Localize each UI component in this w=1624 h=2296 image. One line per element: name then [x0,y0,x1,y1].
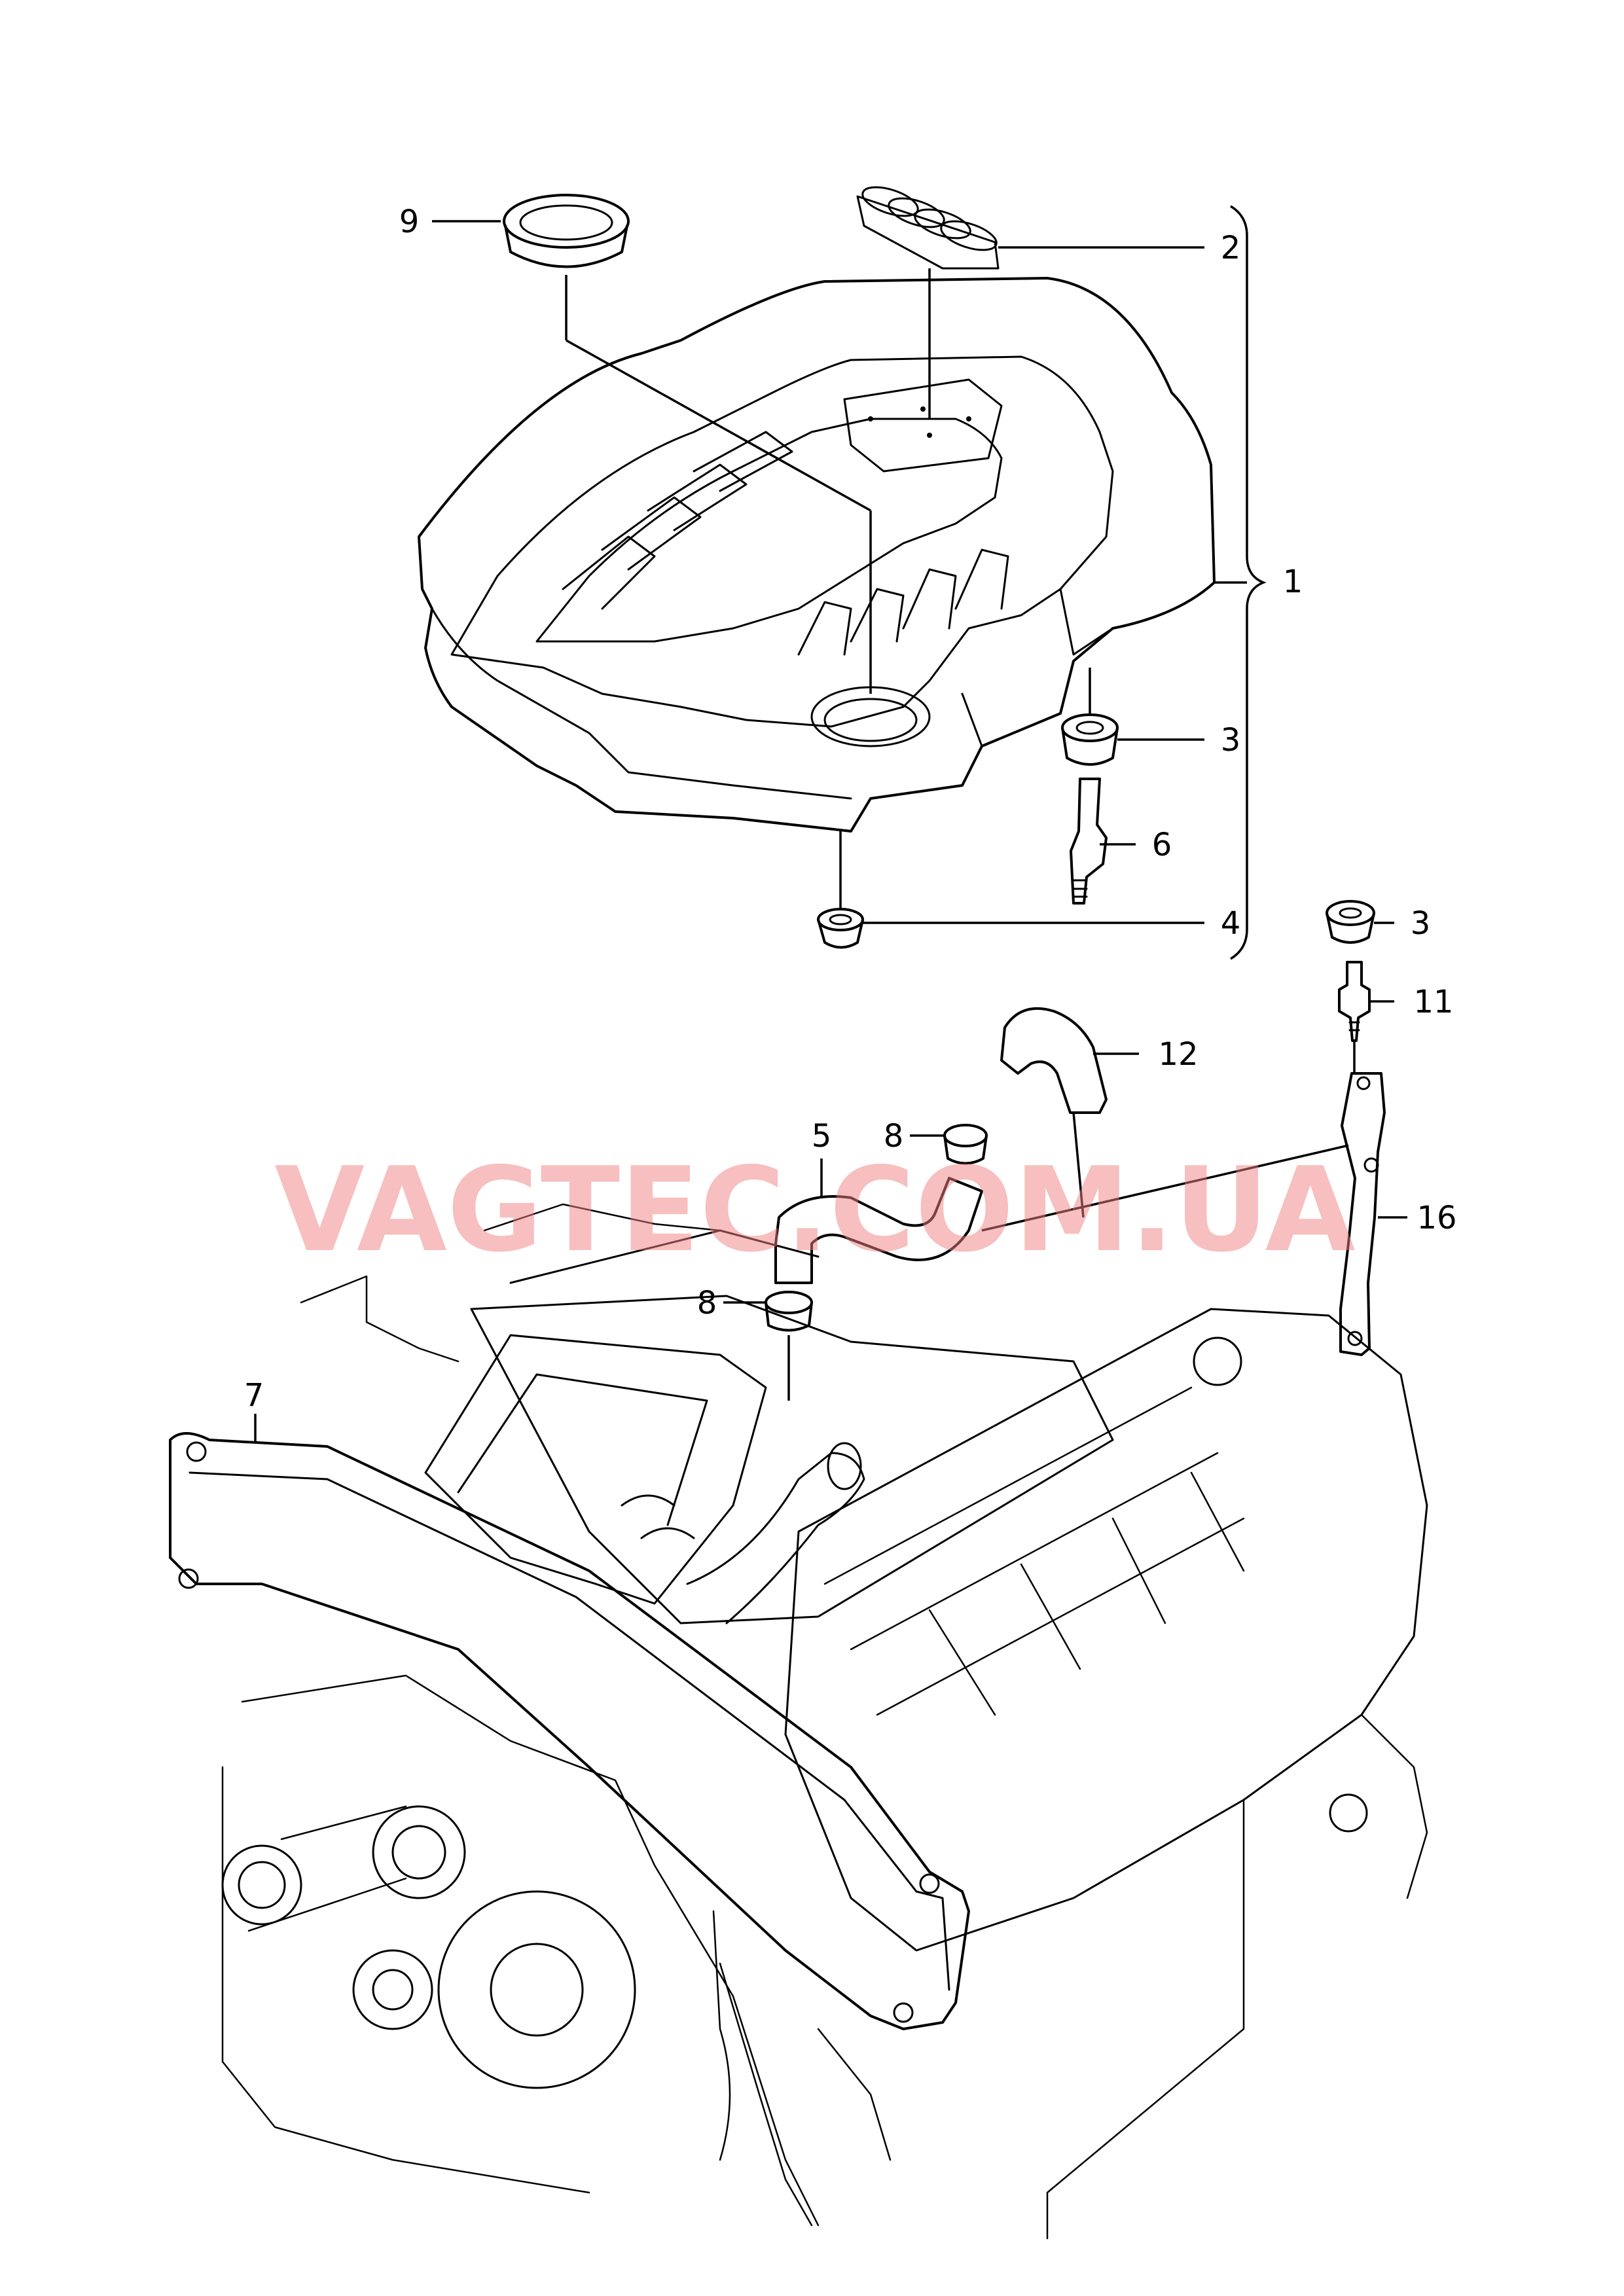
grommet-3-lower [1326,900,1375,944]
callout-11: 11 [1413,984,1453,1020]
callout-2: 2 [1221,230,1241,266]
callout-8-upper: 8 [884,1118,904,1155]
callout-8-lower: 8 [697,1285,717,1321]
insulation-12 [1000,1007,1108,1114]
callout-3-upper: 3 [1221,722,1241,759]
engine-block [169,1203,1428,2240]
bracket-16 [1339,1072,1386,1356]
callout-5: 5 [812,1118,832,1155]
callout-12: 12 [1158,1036,1198,1073]
callout-7: 7 [244,1377,264,1414]
watermark: VAGTEC.COM.UA [274,1142,1355,1278]
callout-1: 1 [1283,564,1303,600]
leader-lines [254,205,1407,1443]
grommet-4 [817,908,864,949]
callout-9: 9 [399,204,420,240]
grommet-3-upper [1061,713,1119,766]
callout-6: 6 [1152,827,1172,863]
emblem-rings [856,186,1000,270]
callout-16: 16 [1416,1200,1456,1236]
callout-3-lower: 3 [1411,905,1431,942]
sealing-cap [503,194,630,268]
engine-cover [418,277,1216,833]
bolt-6 [1070,778,1108,905]
callout-labels: 9 2 1 3 6 4 3 11 12 5 8 8 7 16 [244,204,1457,1414]
callout-4: 4 [1221,905,1241,942]
bolt-11 [1338,961,1371,1042]
